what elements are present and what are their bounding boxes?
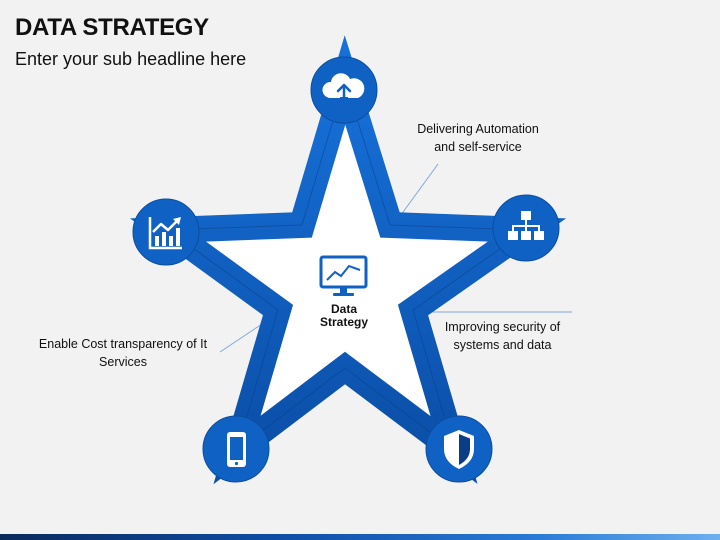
center-label-line1: Data xyxy=(331,302,357,316)
center-label-line2: Strategy xyxy=(320,315,368,329)
node-bottom-right xyxy=(425,415,493,483)
page-subtitle: Enter your sub headline here xyxy=(15,49,247,69)
bottom-accent-bar xyxy=(0,534,720,540)
shield-icon xyxy=(444,430,474,469)
note-cost: Enable Cost transparency of It Services xyxy=(38,337,208,369)
node-bottom-left xyxy=(202,415,270,483)
hierarchy-icon xyxy=(508,211,544,240)
star-outline-edge xyxy=(166,78,529,452)
smartphone-icon xyxy=(227,432,246,467)
node-top xyxy=(310,56,378,124)
node-right xyxy=(492,194,560,262)
note-security: Improving security of systems and data xyxy=(444,320,561,352)
monitor-chart-icon xyxy=(319,255,368,296)
growth-chart-icon xyxy=(148,217,182,250)
cloud-upload-icon xyxy=(322,73,365,101)
page-title: DATA STRATEGY xyxy=(15,14,209,41)
node-left xyxy=(132,198,200,266)
note-automation: Delivering Automation and self-service xyxy=(417,122,539,154)
